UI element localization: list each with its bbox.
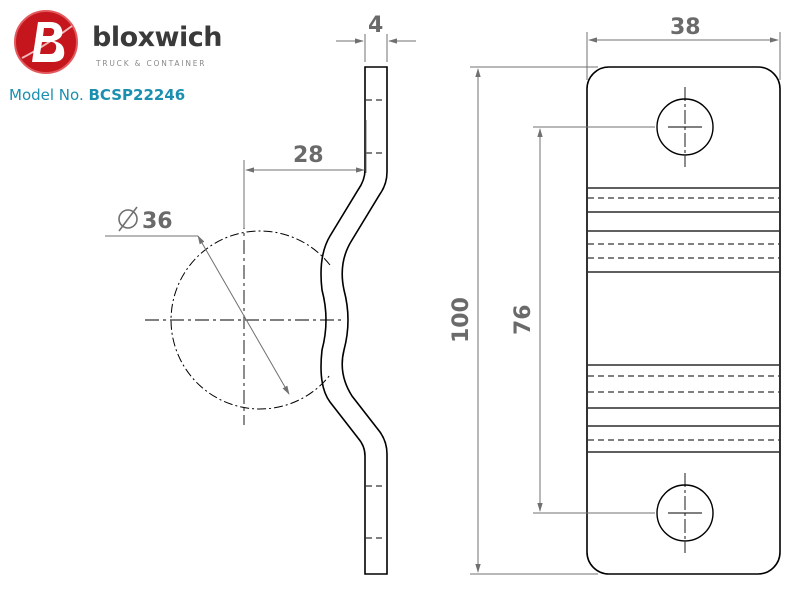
height-dimension — [470, 66, 598, 575]
hole-spacing-value: 76 — [511, 304, 536, 335]
offset-dimension — [243, 120, 367, 228]
plate-bend-lines-bottom — [588, 364, 779, 453]
bloxwich-logo: bloxwich TRUCK & CONTAINER — [12, 8, 222, 78]
width-dimension — [586, 32, 781, 80]
height-value: 100 — [449, 297, 474, 343]
side-view — [320, 66, 388, 575]
diameter-value: 36 — [142, 209, 173, 234]
plate-outline — [586, 66, 781, 575]
diameter-dimension — [105, 235, 290, 395]
plate-bend-lines-top — [588, 187, 779, 273]
mounting-hole-bottom — [656, 473, 714, 553]
logo-mark-icon — [14, 10, 78, 74]
strap-profile — [320, 66, 388, 575]
width-value: 38 — [670, 15, 701, 40]
mounting-hole-top — [656, 87, 714, 167]
thickness-dimension — [336, 34, 416, 62]
model-number-line: Model No. BCSP22246 — [9, 86, 185, 104]
diameter-symbol-icon — [118, 206, 138, 232]
brand-name: bloxwich — [92, 22, 222, 53]
thickness-value: 4 — [368, 13, 383, 38]
front-view — [586, 66, 781, 575]
brand-tagline: TRUCK & CONTAINER — [96, 59, 207, 68]
offset-value: 28 — [293, 143, 324, 168]
hole-spacing-dimension — [533, 126, 655, 514]
strap-hidden-lines — [366, 99, 386, 539]
tube-outline — [170, 230, 331, 410]
model-label: Model No. — [9, 86, 84, 104]
model-number: BCSP22246 — [88, 86, 186, 104]
tube-centerlines — [145, 215, 345, 425]
